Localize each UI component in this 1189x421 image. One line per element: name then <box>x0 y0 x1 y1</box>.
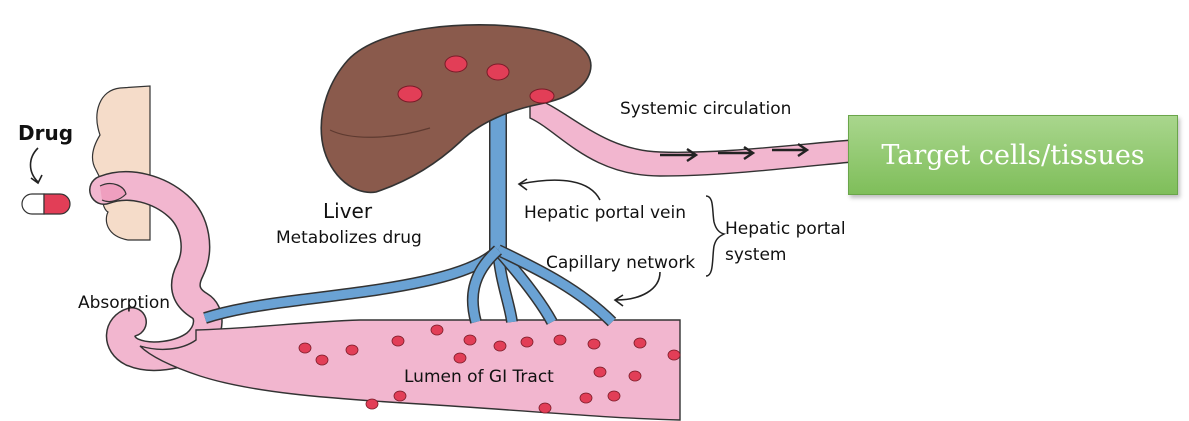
absorption-label: Absorption <box>78 293 170 313</box>
drug-label: Drug <box>18 121 73 145</box>
liver-sub-label: Metabolizes drug <box>276 228 422 248</box>
pill-icon <box>22 194 70 214</box>
hepatic-portal-system-label-2: system <box>725 245 786 265</box>
capillary-network-label: Capillary network <box>546 253 695 273</box>
face-profile <box>93 86 150 240</box>
target-cells-label: Target cells/tissues <box>881 140 1144 171</box>
hepatic-vein-arrow-icon <box>519 179 600 200</box>
lumen-label: Lumen of GI Tract <box>404 367 554 387</box>
capillary-arrow-icon <box>615 272 660 306</box>
hepatic-portal-vein-label: Hepatic portal vein <box>524 203 686 223</box>
hepatic-portal-system-label-1: Hepatic portal <box>725 219 846 239</box>
systemic-circulation-label: Systemic circulation <box>620 99 791 119</box>
drug-arrow-icon <box>31 148 43 183</box>
target-cells-box: Target cells/tissues <box>848 115 1178 195</box>
liver-label: Liver <box>323 199 373 223</box>
system-brace <box>706 196 724 276</box>
